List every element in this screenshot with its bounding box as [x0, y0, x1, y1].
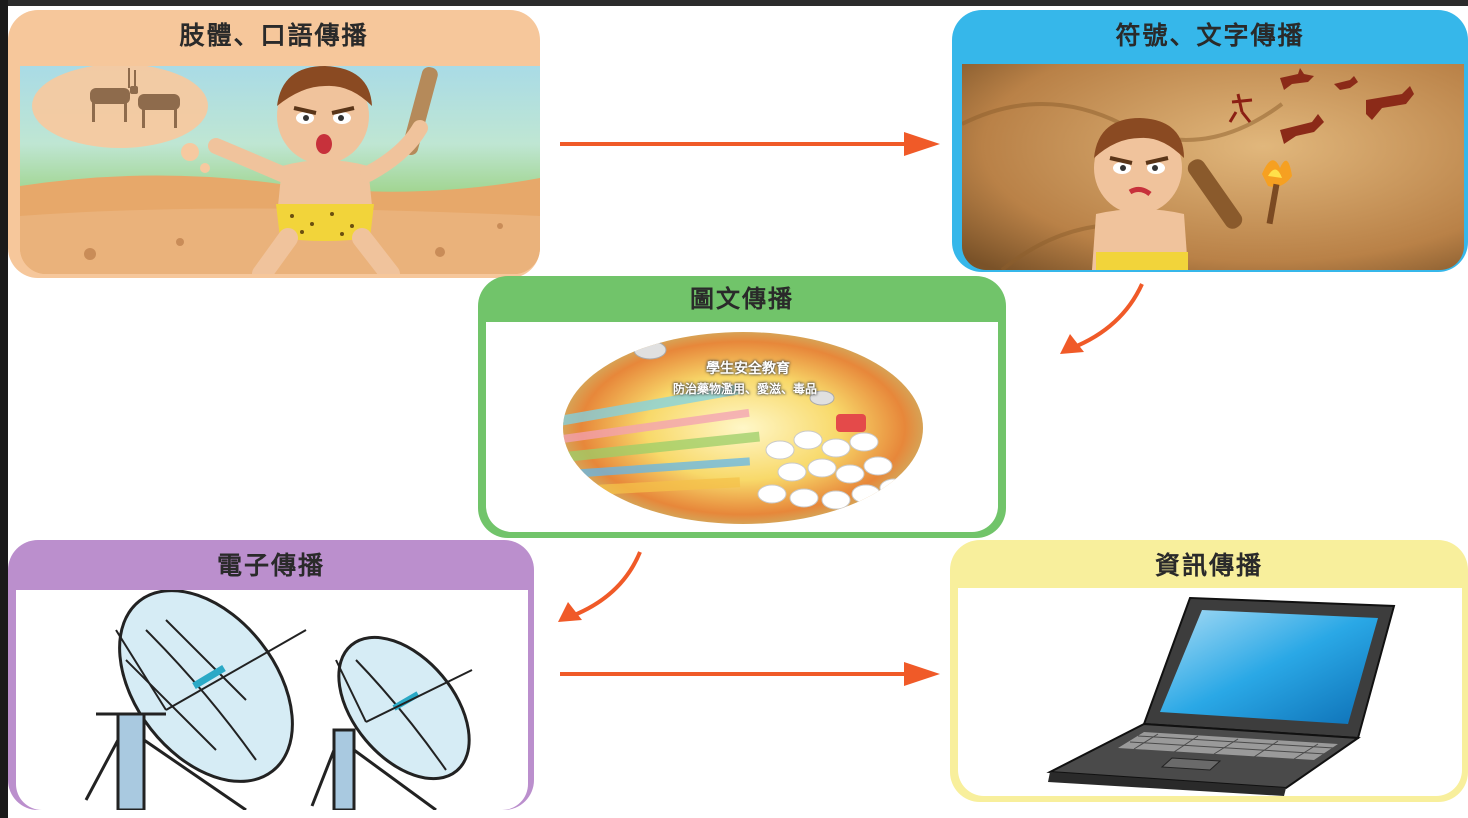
arrow-card4-to-card5	[560, 662, 940, 686]
card-body-graphic-text: 學生安全教育 防治藥物濫用、愛滋、毒品	[486, 322, 998, 532]
drug-education-poster-icon: 學生安全教育 防治藥物濫用、愛滋、毒品	[560, 330, 926, 526]
card-information-communication: 資訊傳播	[950, 540, 1468, 802]
card-title-symbol-text: 符號、文字傳播	[1115, 21, 1305, 50]
caveman-speaking-icon	[20, 66, 540, 274]
card-title-body-speech: 肢體、口語傳播	[179, 21, 369, 50]
card-graphic-text-communication: 圖文傳播	[478, 276, 1006, 538]
arrow-card2-to-card3	[1060, 283, 1144, 354]
poster-title: 學生安全教育	[706, 361, 790, 377]
cave-painting-icon	[962, 64, 1464, 270]
card-title-information: 資訊傳播	[1154, 551, 1263, 580]
top-frame-bar	[0, 0, 1468, 6]
card-electronic-communication: 電子傳播	[8, 540, 534, 810]
arrow-card1-to-card2	[560, 132, 940, 156]
arrow-card3-to-card4	[558, 551, 642, 622]
card-title-graphic-text: 圖文傳播	[690, 285, 794, 313]
poster-subtitle: 防治藥物濫用、愛滋、毒品	[672, 382, 817, 396]
left-frame-bar	[0, 0, 8, 818]
laptop-icon	[958, 588, 1462, 796]
card-body-speech-communication: 肢體、口語傳播	[8, 10, 540, 278]
card-symbol-text-communication: 符號、文字傳播	[952, 10, 1468, 272]
card-title-electronic: 電子傳播	[216, 551, 325, 580]
satellite-dish-icon	[16, 590, 528, 810]
